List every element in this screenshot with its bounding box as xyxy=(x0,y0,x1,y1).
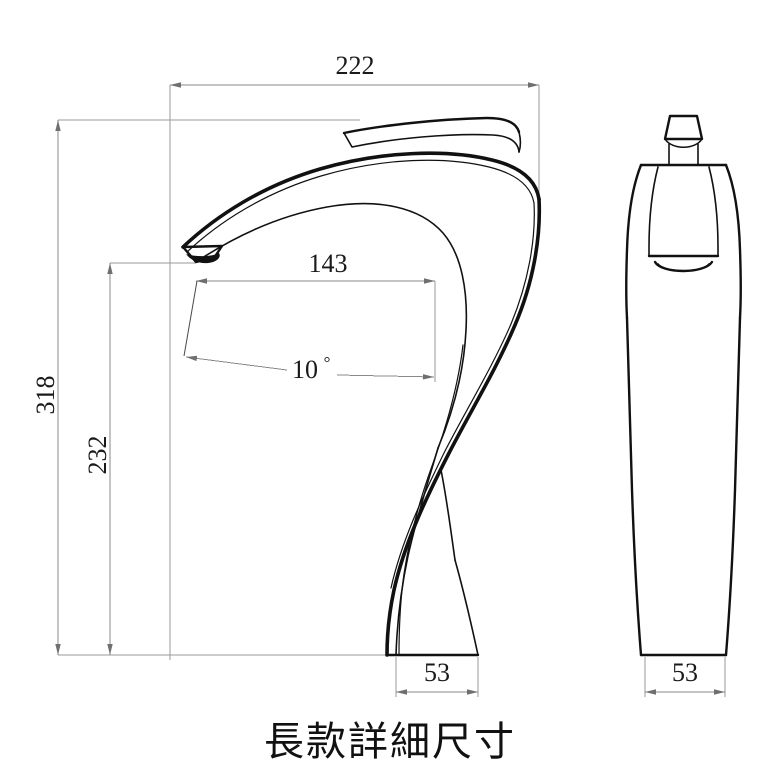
front-column-left xyxy=(625,316,643,657)
dimension-53-front-group: 53 xyxy=(644,657,726,697)
spout-top-surface xyxy=(181,151,541,249)
spout-top-highlight xyxy=(186,159,535,253)
dimension-222-group: 222 xyxy=(169,51,540,660)
body-right-highlight xyxy=(390,202,535,589)
angle-line-left-segment xyxy=(185,355,288,371)
faucet-front-outline xyxy=(625,114,742,657)
dimension-label-53-side: 53 xyxy=(424,658,450,687)
dimension-53-side-group: 53 xyxy=(395,657,479,697)
body-left-edge-lower xyxy=(395,447,439,656)
front-inner-shell-left xyxy=(648,166,659,257)
degree-symbol-icon: ° xyxy=(324,353,331,372)
aerator-detail xyxy=(186,253,220,264)
front-inner-shell-right xyxy=(708,166,719,257)
dimension-label-53-front: 53 xyxy=(672,658,698,687)
dimension-label-318: 318 xyxy=(31,376,60,415)
lever-bottom-edge xyxy=(343,132,520,153)
front-body-right-upper xyxy=(724,163,742,320)
spout-under-curve xyxy=(195,202,468,449)
dimension-label-10: 10 xyxy=(292,355,318,384)
angle-leg-vertical xyxy=(183,280,198,357)
dimension-232-group: 232 xyxy=(83,262,196,655)
faucet-side-outline xyxy=(181,116,542,657)
base-right-flare-upper xyxy=(440,469,456,561)
front-body-left-upper xyxy=(625,163,643,320)
lever-top-edge xyxy=(342,116,521,135)
body-inner-contour xyxy=(398,344,464,656)
base-right-flare xyxy=(454,559,479,656)
dimension-318-group: 318 xyxy=(31,119,396,656)
drawing-caption: 長款詳細尺寸 xyxy=(264,719,516,765)
dimension-label-143: 143 xyxy=(309,249,348,278)
lever-end-cap xyxy=(518,131,522,153)
angle-line-right-segment xyxy=(336,374,435,380)
dimension-10-degree-group: 10 ° xyxy=(183,280,435,384)
dimension-label-222: 222 xyxy=(336,51,375,80)
front-column-right xyxy=(724,316,742,657)
dimension-143-group: 143 xyxy=(196,249,436,382)
front-aerator-ring-inner xyxy=(657,263,710,272)
dimension-label-232: 232 xyxy=(83,436,112,475)
front-cap-bottom-curve xyxy=(664,138,703,149)
body-right-edge xyxy=(385,197,542,657)
